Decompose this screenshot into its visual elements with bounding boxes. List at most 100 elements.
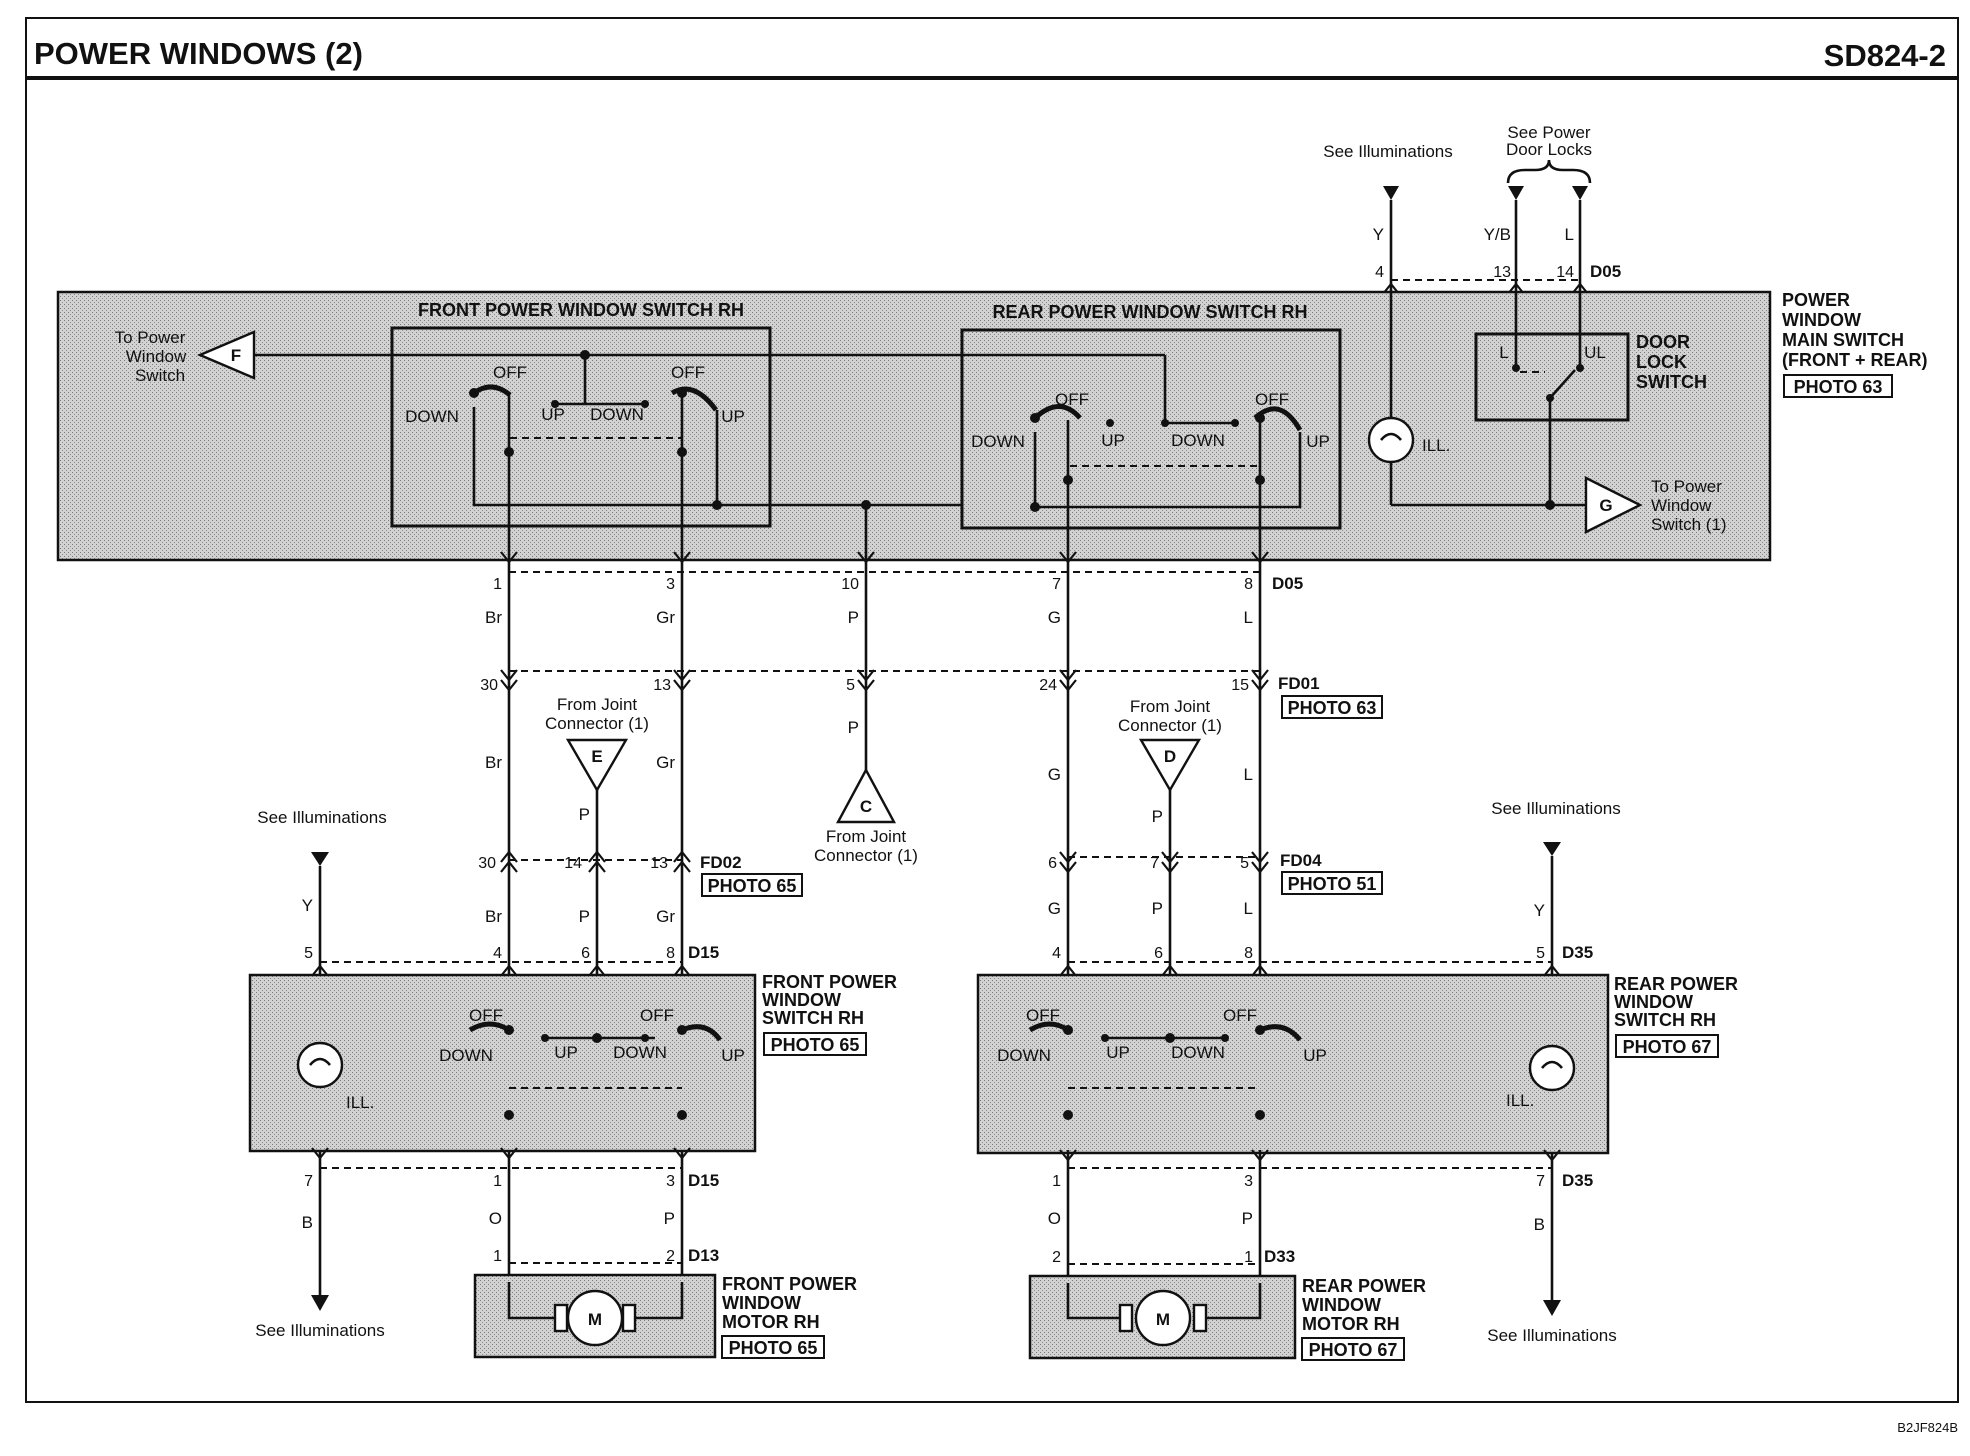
rear-rh-dot-1 [1101,1034,1109,1042]
rear-inner-up-2: UP [1306,432,1330,451]
front-switch-photo-box [763,1032,867,1056]
front-rh-down-2: DOWN [613,1043,667,1062]
rear-motor-photo: PHOTO 67 [1309,1340,1398,1360]
wire-label-p-4: P [1152,899,1163,918]
rear-inner-off-1: OFF [1055,390,1089,409]
d05-top-pin-4: 4 [1375,264,1384,281]
rear-rh-dot-3 [1221,1034,1229,1042]
fd01-pin-30: 30 [480,677,498,694]
fd04-pin-6: 6 [1048,855,1057,872]
fd02-pin-13: 13 [650,855,668,872]
door-locks-brace [1506,159,1592,184]
rear-inner-dot-2 [1255,475,1265,485]
fd02-name: FD02 [700,853,742,872]
rear-rh-up-2: UP [1303,1046,1327,1065]
front-rh-down-1: DOWN [439,1046,493,1065]
rear-motor-name-1: REAR POWER [1302,1276,1426,1296]
front-pivot-right [677,388,687,398]
front-inner-loop [472,407,719,507]
fd02-photo: PHOTO 65 [708,876,797,896]
d05-bottom-name: D05 [1272,574,1303,593]
d35-pin-7: 7 [1536,1173,1545,1190]
to-switch-g-line1: To Power [1651,477,1722,496]
ill-arrow-top-icon [1383,186,1399,200]
rear-rh-pivot-left [1063,1025,1073,1035]
rear-rh-dot-4 [1063,1110,1073,1120]
rear-ill-label: ILL. [1506,1091,1534,1110]
d15-pin-8: 8 [666,945,675,962]
fd02-pin-14: 14 [564,855,582,872]
d33-pin-2: 2 [1052,1249,1061,1266]
left-illumination: See Illuminations Y See Illuminations B [255,808,386,1340]
d15-top-terminals [311,964,691,977]
power-window-main-switch: POWER WINDOW MAIN SWITCH (FRONT + REAR) … [56,290,1928,570]
d05-top-pin-14: 14 [1556,264,1574,281]
d35-pin-6: 6 [1154,945,1163,962]
main-switch-photo: PHOTO 63 [1794,377,1883,397]
page-frame [25,17,1959,1403]
see-illuminations-right-bottom: See Illuminations [1487,1326,1616,1345]
d05-top-terminals [1382,282,1589,295]
front-motor-brush-left [553,1303,569,1333]
rear-power-window-motor-rh: O P 2 1 D33 M REAR POWER WINDOW MOTOR RH… [1028,1150,1426,1361]
page-code: SD824-2 [1824,38,1946,73]
d35-pin-1: 1 [1052,1173,1061,1190]
ill-lamp-icon [1367,416,1415,464]
rear-switch-name-1: REAR POWER [1614,974,1738,994]
front-switch-name-1: FRONT POWER [762,972,897,992]
front-pivot-left [469,388,479,398]
fd02-photo-box [701,873,803,897]
see-illuminations-left-bottom: See Illuminations [255,1321,384,1340]
front-power-window-motor-rh: O P 1 2 D13 M FRONT POWER WINDOW MOTOR R… [473,1150,857,1359]
rear-pivot-right [1255,413,1265,423]
front-motor-brush-right [621,1303,637,1333]
rear-rh-down-1: DOWN [997,1046,1051,1065]
to-switch-f-line1: To Power [115,328,186,347]
front-motor-symbol: M [588,1310,602,1329]
rear-contact-dot-1 [1106,419,1114,427]
harness-fd01-lower: Br Gr P G L C From Joint Connector (1) F… [478,690,1383,1150]
front-common-junction [580,350,590,360]
d35-pin-4: 4 [1052,945,1061,962]
front-motor-name-1: FRONT POWER [722,1274,857,1294]
d15-pin-6: 6 [581,945,590,962]
sym-f-label: F [231,346,241,365]
rear-rh-dot-5 [1255,1110,1265,1120]
sym-e-label: E [591,747,602,766]
d33-name: D33 [1264,1247,1295,1266]
rear-motor-symbol: M [1156,1310,1170,1329]
wire-label-d-p: P [1152,807,1163,826]
page-title: POWER WINDOWS (2) [34,36,363,71]
ill-arrow-right-top-icon [1543,842,1561,856]
wire-label-br-3: Br [485,907,502,926]
top-references: See Illuminations See Power Door Locks Y… [1323,123,1621,295]
door-lock-name-2: LOCK [1636,352,1687,372]
rear-switch-photo-box [1615,1034,1719,1058]
front-switch-name-2: WINDOW [762,990,841,1010]
rear-pivot-left [1030,413,1040,423]
fd04-photo-box [1281,871,1383,895]
sym-g-label: G [1599,496,1612,515]
main-switch-name-1: POWER [1782,290,1850,310]
d35-pin-3: 3 [1244,1173,1253,1190]
wire-label-g-2: G [1048,765,1061,784]
joint-e-line2: Connector (1) [545,714,649,733]
rear-inner-dot-3 [1030,502,1040,512]
rear-rh-up-1: UP [1106,1043,1130,1062]
d05-top-connector: D05 [1590,262,1621,281]
front-motor-wire-label-o: O [489,1209,502,1228]
wire-label-g-3: G [1048,899,1061,918]
rear-power-window-switch-rh: 4 6 8 5 D35 REAR POWER WINDOW SWITCH RH … [976,943,1738,1190]
fd02-terminals [500,850,691,873]
d35-top-terminals [1059,964,1561,977]
front-motor-icon [566,1289,624,1347]
door-lock-contact-ul [1576,364,1584,372]
see-illuminations-left-top: See Illuminations [257,808,386,827]
wire-label-g-1: G [1048,608,1061,627]
rear-motor-name-3: MOTOR RH [1302,1314,1400,1334]
see-illuminations-right-top: See Illuminations [1491,799,1620,818]
d35-pin-5: 5 [1536,945,1545,962]
front-inner-off-1: OFF [493,363,527,382]
fd01-terminals [500,669,1269,692]
